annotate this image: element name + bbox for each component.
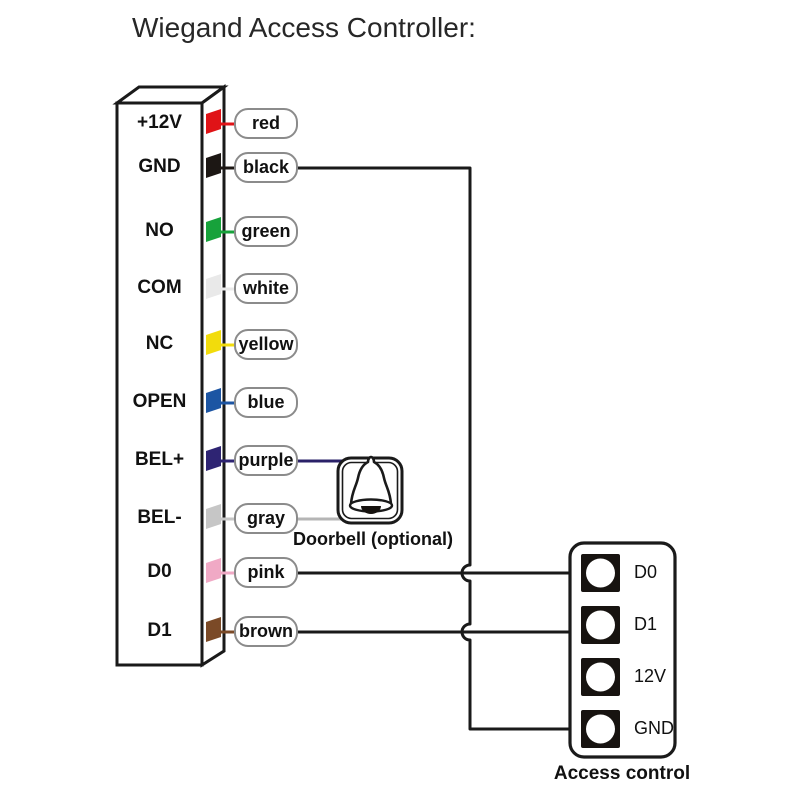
terminal-label-open: OPEN [132, 391, 187, 412]
access-control-box [568, 541, 677, 759]
chip-purple [206, 446, 221, 471]
terminal-label-bel-plus: BEL+ [134, 449, 185, 470]
terminal-label-nc: NC [145, 333, 174, 354]
ac-terminal-gnd-hole [586, 714, 615, 744]
bell-icon [349, 455, 393, 505]
chip-pink [206, 558, 221, 583]
ac-label-d1: D1 [634, 614, 658, 634]
chip-yellow [206, 330, 221, 355]
ac-terminal-d1-hole [586, 610, 615, 640]
terminal-label-12v: +12V [137, 112, 182, 133]
access-control-outline [568, 541, 677, 759]
chip-green [206, 217, 221, 242]
chip-black [206, 153, 221, 178]
terminal-label-no: NO [145, 220, 174, 241]
chip-gray [206, 504, 221, 529]
doorbell-caption: Doorbell (optional) [293, 529, 453, 549]
ac-terminal-12v-hole [586, 662, 615, 692]
wire-badge-black: black [234, 152, 298, 183]
wires [296, 166, 570, 731]
wire-badge-pink: pink [234, 557, 298, 588]
wire-badge-brown: brown [234, 616, 298, 647]
wire-badge-red: red [234, 108, 298, 139]
doorbell-box [336, 455, 404, 525]
access-control-caption: Access control [553, 763, 691, 784]
chip-white [206, 274, 221, 299]
wire-badge-blue: blue [234, 387, 298, 418]
wire-gnd-to-access-control [296, 166, 570, 731]
ac-terminal-d0-hole [586, 558, 615, 588]
terminal-label-d0: D0 [147, 561, 172, 582]
wire-badge-green: green [234, 216, 298, 247]
terminal-label-bel-minus: BEL- [137, 507, 182, 528]
terminal-label-gnd: GND [138, 156, 181, 177]
ac-label-d0: D0 [634, 562, 658, 582]
wire-badge-gray: gray [234, 503, 298, 534]
terminal-label-com: COM [137, 277, 182, 298]
ac-label-gnd: GND [634, 718, 674, 738]
controller-box-front-face [115, 101, 204, 667]
ac-label-12v: 12V [634, 666, 667, 686]
wire-badge-yellow: yellow [234, 329, 298, 360]
chip-blue [206, 388, 221, 413]
bell-clapper [361, 506, 381, 514]
wire-badge-purple: purple [234, 445, 298, 476]
chip-red [206, 109, 221, 134]
terminal-label-d1: D1 [147, 620, 172, 641]
page-title: Wiegand Access Controller: [132, 12, 476, 43]
terminal-chips [206, 109, 221, 642]
wire-badge-white: white [234, 273, 298, 304]
chip-brown [206, 617, 221, 642]
